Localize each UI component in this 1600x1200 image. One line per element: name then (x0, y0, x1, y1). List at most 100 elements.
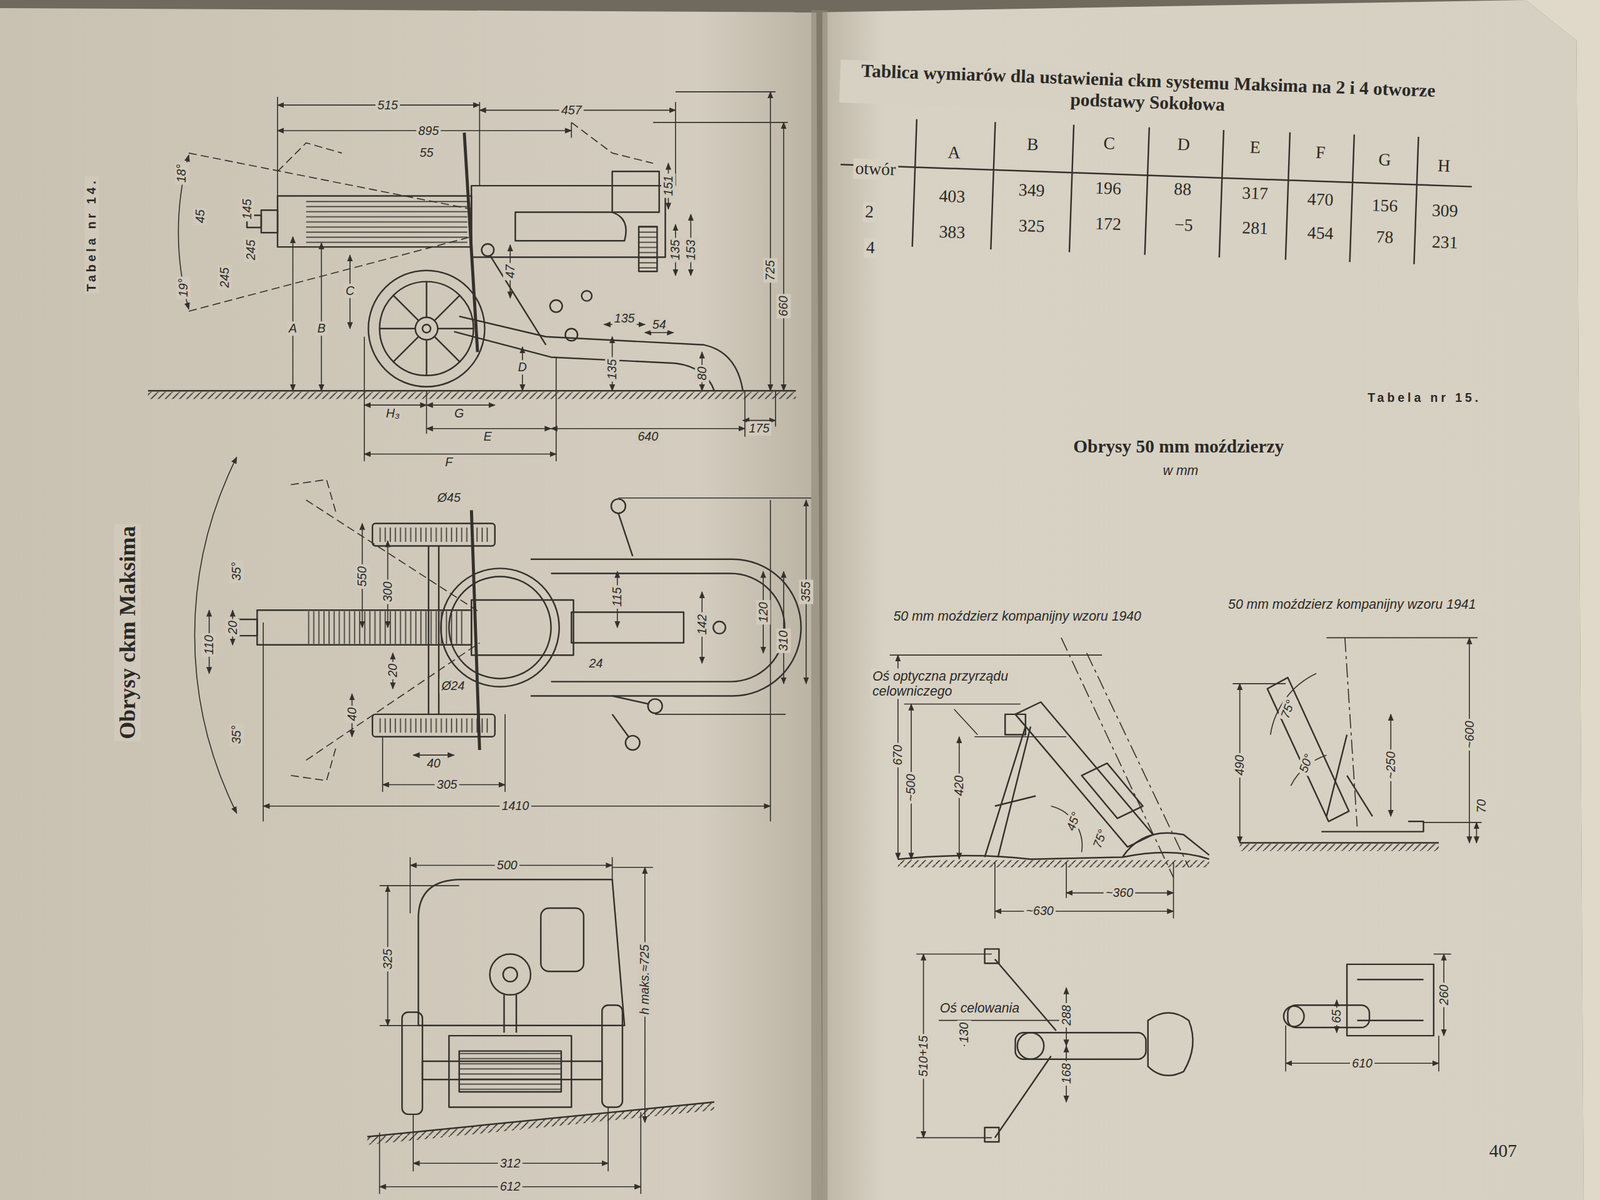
dimension-label: 457 (559, 103, 584, 118)
dimension-label: 142 (695, 612, 710, 637)
table-cell: 470 (1305, 189, 1336, 211)
table-number: Tabela nr 15. (1365, 390, 1484, 405)
dimension-label: 305 (434, 777, 459, 792)
dimension-label: 420 (951, 773, 967, 799)
dimension-label: 245 (217, 265, 232, 290)
dimension-label: 130 (956, 1020, 972, 1045)
dimension-label: 65 (1329, 1007, 1344, 1025)
dimension-label: ~630 (1023, 904, 1056, 919)
dimension-label: ~600 (1462, 718, 1477, 751)
table-cell: 383 (936, 221, 968, 244)
table-cell: 196 (1092, 178, 1124, 200)
table-cell: 317 (1240, 183, 1271, 205)
dimension-label: 550 (355, 564, 370, 589)
dimension-label: 153 (683, 237, 699, 262)
dimension-label: 24 (586, 656, 605, 671)
caption: Oś celowania (937, 1000, 1022, 1016)
dimension-label: h maks.≈725 (637, 942, 652, 1017)
dimension-label: 151 (661, 173, 676, 199)
dimension-label: 515 (375, 98, 400, 113)
dimension-label: ~250 (1383, 749, 1399, 782)
heading: Obrysy 50 mm moździerzy (1071, 436, 1287, 458)
dimension-label: A (286, 321, 300, 336)
dimension-label: 19° (176, 276, 191, 299)
dimension-label: 500 (495, 858, 520, 873)
dimension-label: 40 (425, 756, 443, 771)
dimension-label: 40 (345, 705, 360, 724)
dimension-label: 510+15 (916, 1033, 931, 1079)
table-cell: 156 (1369, 195, 1400, 217)
table-number: Tabela nr 14. (85, 175, 100, 294)
dimension-label: ~500 (904, 771, 919, 804)
dimension-label: 20 (385, 661, 400, 679)
table-cell: 349 (1016, 180, 1047, 202)
dimension-label: G (452, 406, 467, 421)
dimension-label: 260 (1436, 982, 1452, 1007)
dimension-label: 610 (1350, 1056, 1375, 1071)
table-cell: 172 (1092, 213, 1124, 235)
caption: w mm (1160, 462, 1200, 478)
dimension-label: 612 (498, 1179, 523, 1194)
dimension-label: 660 (776, 293, 791, 319)
dimension-label: Ø24 (439, 678, 467, 694)
dimension-label: ~360 (1103, 885, 1136, 900)
dimension-label: 18° (174, 161, 189, 185)
dimension-label: 300 (380, 579, 395, 604)
dimension-label: 312 (498, 1156, 523, 1171)
dimension-label: 80 (695, 364, 710, 382)
dimension-label: F (443, 455, 455, 470)
dimension-label: D (516, 360, 530, 375)
dimension-label: C (343, 283, 357, 299)
table-cell: G (1376, 150, 1394, 172)
dimension-label: 640 (635, 429, 660, 444)
dimension-label: 288 (1059, 1003, 1074, 1028)
caption: 50 mm moździerz kompanijny wzoru 1941 (1212, 596, 1492, 612)
caption: 50 mm moździerz kompanijny wzoru 1940 (877, 608, 1157, 624)
dimension-label: B (315, 321, 328, 336)
table-cell: 281 (1240, 218, 1271, 240)
dimension-label: 1410 (499, 798, 531, 814)
dimension-label: 325 (380, 946, 395, 972)
dimension-label: 355 (798, 579, 814, 604)
dimension-label: 110 (201, 633, 217, 657)
dimension-label: 310 (776, 628, 791, 654)
dimension-label: 135 (668, 237, 683, 262)
table-cell: 78 (1373, 226, 1396, 249)
table-cell: E (1247, 137, 1264, 159)
dimension-label: 54 (650, 317, 669, 332)
dimension-label: 35° (229, 560, 244, 583)
dimension-label: 670 (890, 743, 905, 768)
table-cell: −5 (1171, 215, 1195, 237)
dimension-label: 895 (416, 123, 441, 139)
table-cell: 403 (936, 186, 968, 208)
dimension-label: H₃ (383, 406, 402, 421)
dimension-label: 115 (610, 585, 625, 609)
dimension-label: 55 (417, 145, 435, 160)
page-heading: Obrysy ckm Maksima (114, 523, 141, 742)
table-cell: 4 (863, 237, 878, 259)
caption: Oś optyczna przyrządu celowniczego (870, 668, 1018, 699)
dimension-label: 135 (605, 356, 620, 382)
dimension-label: 47 (503, 262, 518, 280)
page-number: 407 (1487, 1140, 1520, 1162)
dimension-label: 35° (229, 723, 244, 746)
dimension-label: 145 (240, 196, 255, 222)
table-cell: 88 (1171, 179, 1194, 201)
table-cell: F (1313, 142, 1328, 164)
table-cell: 231 (1429, 231, 1460, 254)
table-cell: 454 (1305, 223, 1336, 245)
dimension-label: 135 (612, 311, 637, 326)
table-cell: D (1175, 134, 1193, 156)
table-cell: B (1024, 134, 1041, 156)
table-cell: H (1435, 155, 1453, 177)
dimension-label: 725 (763, 258, 778, 283)
dimension-label: 70 (1474, 797, 1489, 815)
table-cell: A (945, 142, 964, 164)
dimension-label: 168 (1059, 1061, 1074, 1086)
dimension-label: 120 (756, 600, 771, 625)
table-cell: otwór (853, 158, 899, 180)
table-cell: 2 (862, 201, 877, 223)
dimension-label: 20 (225, 618, 240, 637)
table-cell: 309 (1429, 200, 1460, 222)
